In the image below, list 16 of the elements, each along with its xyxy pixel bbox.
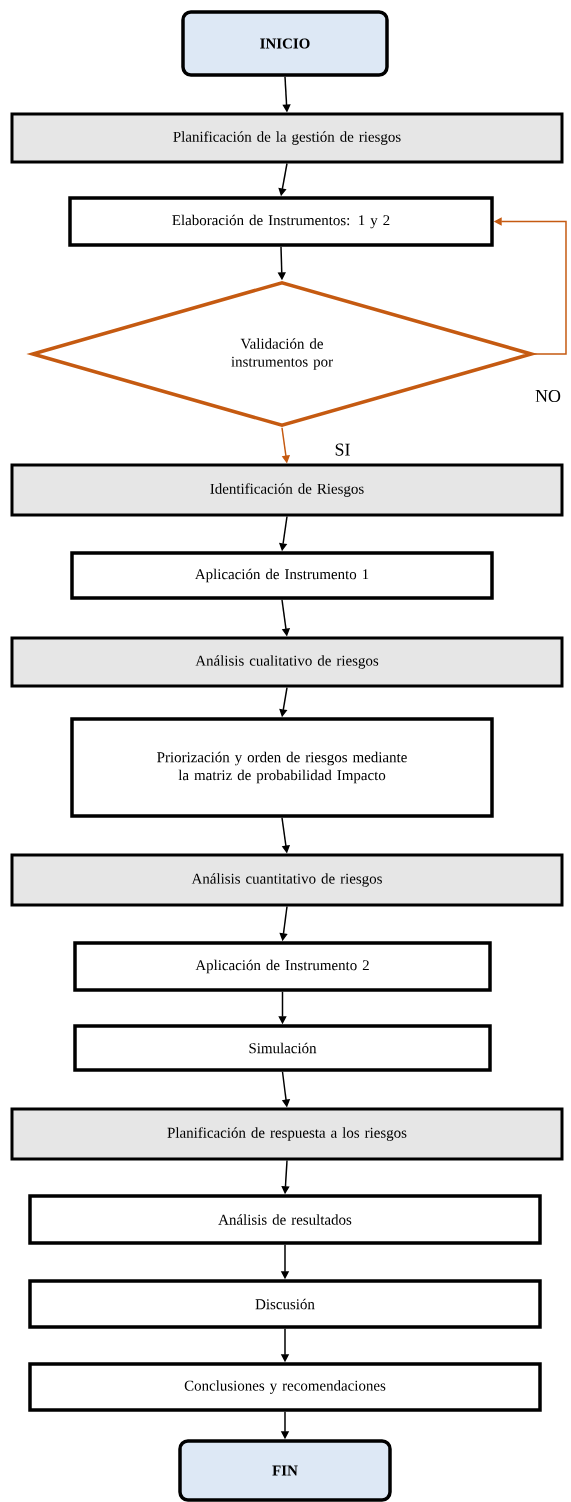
process-box: Elaboración de Instrumentos: 1 y 2 bbox=[68, 196, 494, 247]
process-box: Aplicación de Instrumento 1 bbox=[70, 551, 494, 600]
phase-box: Planificación de la gestión de riesgos bbox=[10, 112, 564, 164]
terminal-box: INICIO bbox=[181, 10, 389, 77]
phase-box: Identificación de Riesgos bbox=[10, 463, 564, 517]
process-box: Conclusiones y recomendaciones bbox=[28, 1362, 542, 1412]
phase-box: Análisis cuantitativo de riesgos bbox=[10, 853, 564, 907]
process-box: Análisis de resultados bbox=[28, 1194, 542, 1245]
phase-box: Análisis cualitativo de riesgos bbox=[10, 636, 564, 688]
phase-box: Planificación de respuesta a los riesgos bbox=[10, 1107, 564, 1161]
process-box: Aplicación de Instrumento 2 bbox=[73, 941, 492, 992]
process-box: Simulación bbox=[73, 1024, 492, 1072]
terminal-box: FIN bbox=[178, 1439, 392, 1502]
edge-label: SI bbox=[333, 442, 352, 457]
process-box: Priorización y orden de riesgos mediante la matriz de probabilidad Impacto bbox=[70, 717, 494, 818]
process-box: Discusión bbox=[28, 1279, 542, 1329]
